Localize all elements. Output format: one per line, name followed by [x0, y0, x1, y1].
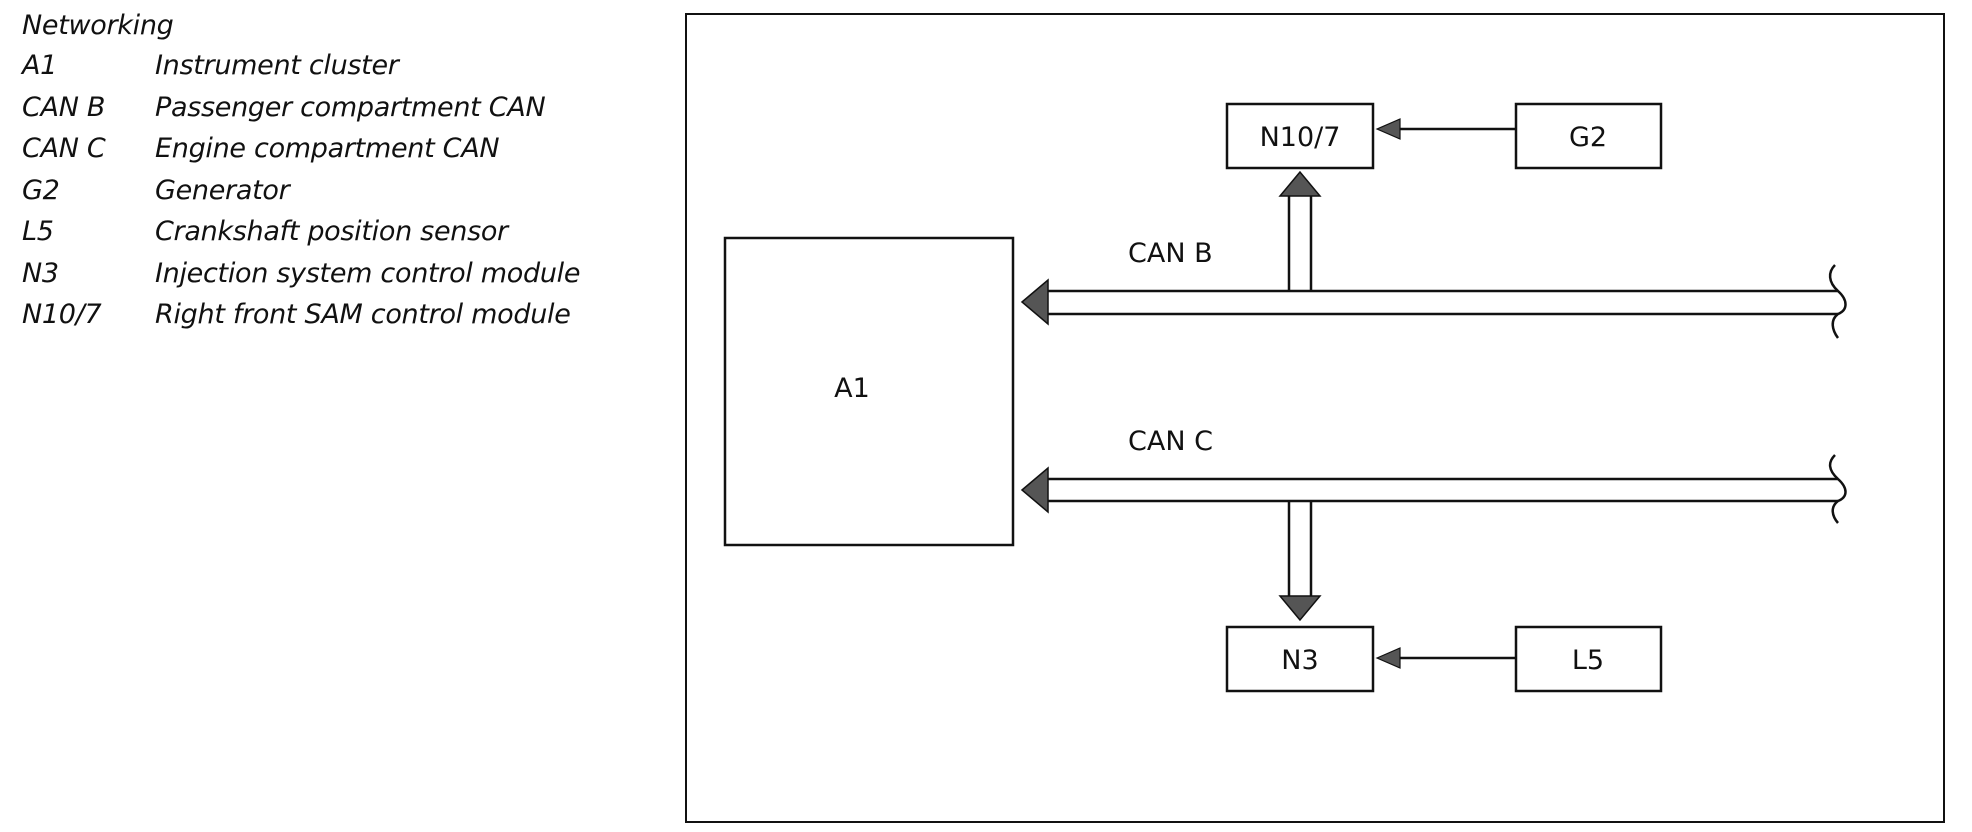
box-a1-label: A1 [834, 373, 870, 404]
legend-item-can-b: CAN B Passenger compartment CAN [22, 88, 546, 130]
box-n3-label: N3 [1281, 645, 1318, 676]
legend-description: Injection system control module [155, 257, 581, 289]
bus-can-b [1048, 264, 1847, 339]
legend-item-g2: G2 Generator [22, 171, 290, 213]
g2-to-n10-7-arrowhead [1375, 118, 1401, 140]
legend-code: N10/7 [22, 299, 102, 330]
can-c-arrowhead [1020, 466, 1049, 514]
box-n3 [1225, 625, 1375, 693]
bus-can-c [1048, 454, 1847, 524]
box-n10-7 [1225, 102, 1375, 170]
legend-description: Generator [155, 174, 290, 206]
can-c-label: CAN C [1128, 426, 1213, 457]
legend-code: CAN B [22, 91, 106, 123]
legend-item-n10-7: N10/7 Right front SAM control module [22, 295, 571, 337]
can-b-branch-arrowhead [1278, 170, 1322, 197]
legend-title: Networking [22, 10, 174, 41]
legend-description: Right front SAM control module [155, 299, 571, 330]
can-c-branch-arrowhead [1278, 595, 1322, 622]
legend-code: A1 [22, 50, 58, 81]
box-n10-7-label: N10/7 [1260, 122, 1341, 153]
legend-code: N3 [22, 257, 59, 289]
legend-code: L5 [22, 216, 54, 247]
box-l5-label: L5 [1572, 645, 1604, 676]
box-g2 [1514, 102, 1663, 170]
legend-item-a1: A1 Instrument cluster [22, 46, 399, 88]
legend-description: Instrument cluster [155, 50, 399, 81]
can-c-branch [1287, 501, 1313, 596]
legend-description: Passenger compartment CAN [155, 91, 546, 123]
legend-description: Crankshaft position sensor [155, 216, 508, 247]
legend-code: G2 [22, 174, 60, 206]
legend-item-l5: L5 Crankshaft position sensor [22, 212, 508, 254]
legend: Networking A1 Instrument cluster CAN B P… [22, 6, 580, 337]
can-b-arrowhead [1020, 278, 1049, 326]
legend-description: Engine compartment CAN [155, 133, 500, 164]
legend-code: CAN C [22, 133, 106, 164]
legend-item-can-c: CAN C Engine compartment CAN [22, 129, 500, 171]
can-b-label: CAN B [1128, 238, 1213, 269]
diagram-frame [685, 13, 1945, 823]
can-b-branch [1287, 195, 1313, 291]
l5-to-n3-arrowhead [1375, 647, 1401, 669]
box-g2-label: G2 [1569, 122, 1607, 153]
box-a1 [723, 236, 1015, 547]
box-l5 [1514, 625, 1663, 693]
legend-item-n3: N3 Injection system control module [22, 254, 580, 296]
